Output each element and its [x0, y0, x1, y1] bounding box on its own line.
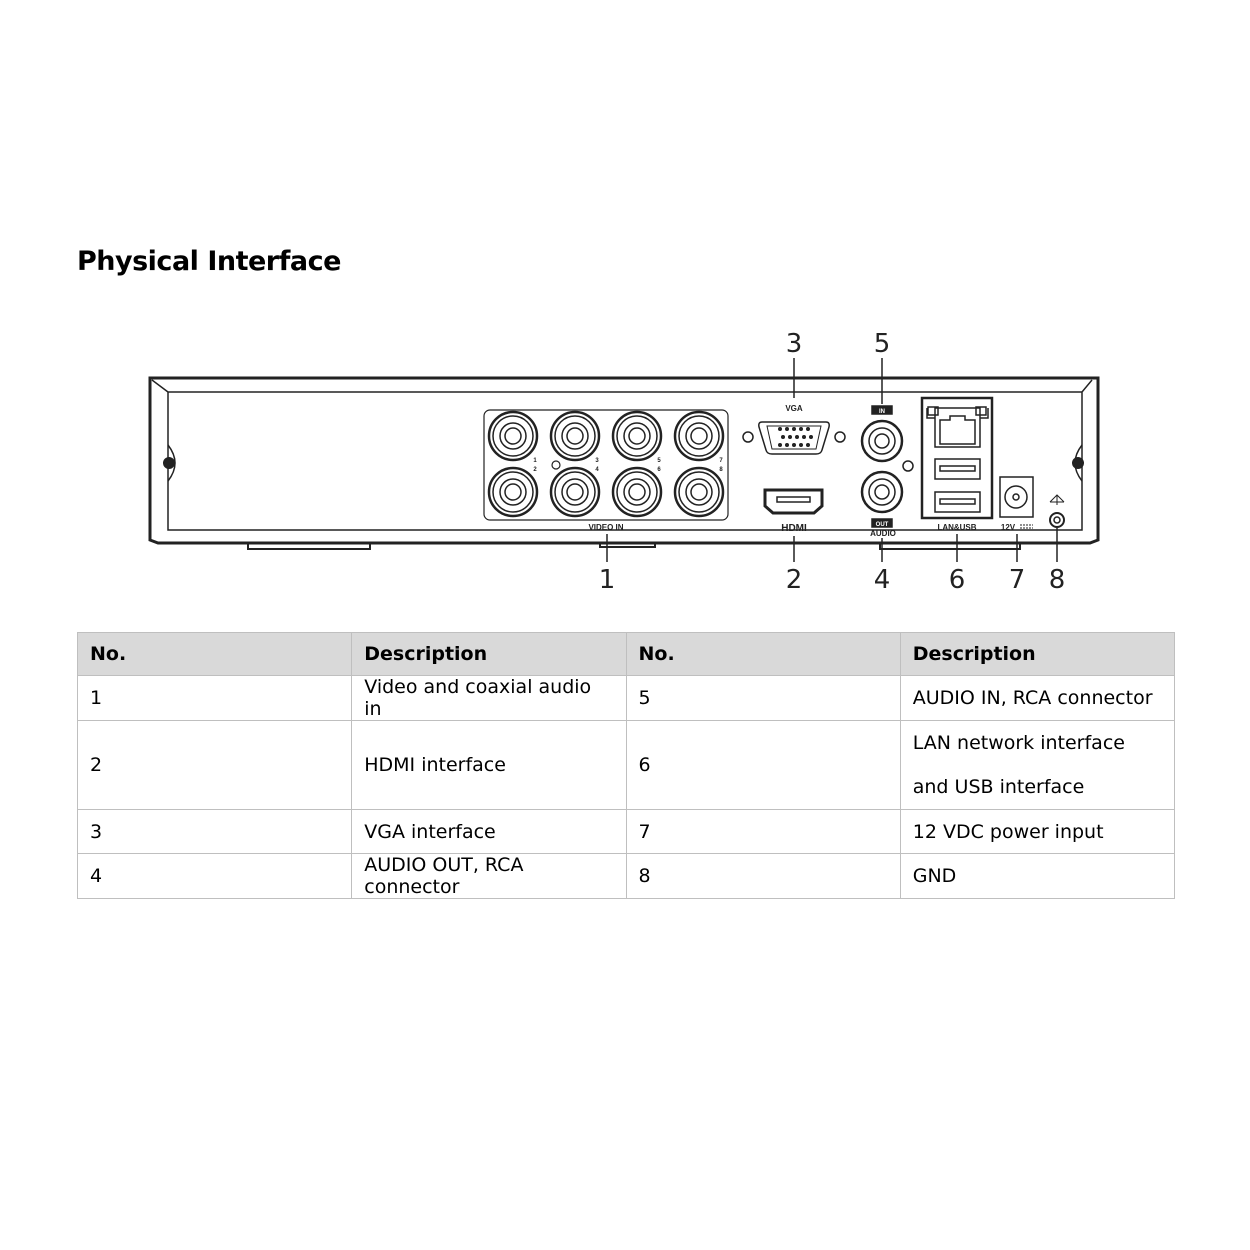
- svg-text:12V: 12V: [1001, 523, 1016, 532]
- bnc-connector-icon: [487, 466, 539, 518]
- callout-4: 4: [874, 565, 891, 595]
- svg-text:VIDEO IN: VIDEO IN: [588, 523, 623, 532]
- cell-no: 5: [625, 675, 901, 721]
- table-row: 2 HDMI interface 6 LAN network interface…: [76, 720, 1176, 810]
- cell-no: 6: [625, 720, 901, 810]
- cell-no: 2: [76, 720, 353, 810]
- cell-description: 12 VDC power input: [899, 809, 1176, 854]
- bnc-connector-icon: [673, 466, 725, 518]
- channel-number: 7: [719, 458, 723, 464]
- svg-text:IN: IN: [879, 409, 885, 415]
- table-row: 3 VGA interface 7 12 VDC power input: [76, 809, 1176, 854]
- cell-description: HDMI interface: [351, 720, 627, 810]
- channel-number: 4: [595, 467, 599, 473]
- channel-number: 6: [657, 467, 661, 473]
- callout-lines: [606, 358, 1058, 562]
- bnc-connector-icon: [611, 466, 663, 518]
- cell-description: AUDIO IN, RCA connector: [899, 675, 1176, 721]
- svg-text:LAN&USB: LAN&USB: [937, 523, 976, 532]
- channel-number: 2: [533, 467, 537, 473]
- callout-1: 1: [599, 565, 616, 595]
- channel-number: 5: [657, 458, 661, 464]
- bnc-connector-icon: [673, 410, 725, 462]
- table-row: 4 AUDIO OUT, RCA connector 8 GND: [76, 853, 1176, 899]
- header-description: Description: [899, 632, 1176, 676]
- bnc-connector-icon: [487, 410, 539, 462]
- callout-6: 6: [949, 565, 966, 595]
- svg-text:HDMI: HDMI: [781, 523, 807, 534]
- interface-table: No. Description No. Description 1 Video …: [76, 632, 1176, 899]
- hdmi-port: HDMI: [763, 488, 824, 534]
- cell-no: 7: [625, 809, 901, 854]
- table-header-row: No. Description No. Description: [76, 632, 1176, 676]
- cell-no: 8: [625, 853, 901, 899]
- cell-no: 4: [76, 853, 353, 899]
- callout-3: 3: [786, 329, 803, 359]
- vga-port: VGA: [742, 404, 846, 455]
- bnc-connector-icon: [611, 410, 663, 462]
- channel-number: 3: [595, 458, 599, 464]
- header-no: No.: [625, 632, 901, 676]
- cell-no: 1: [76, 675, 353, 721]
- header-no: No.: [76, 632, 353, 676]
- callout-2: 2: [786, 565, 803, 595]
- screw-hole-icon: [1072, 457, 1084, 469]
- channel-number: 1: [533, 458, 537, 464]
- cell-description: GND: [899, 853, 1176, 899]
- channel-number: 8: [719, 467, 723, 473]
- power-input-port: 12V: [999, 476, 1034, 532]
- header-description: Description: [351, 632, 627, 676]
- cell-description: VGA interface: [351, 809, 627, 854]
- cell-no: 3: [76, 809, 353, 854]
- cell-description: Video and coaxial audio in: [351, 675, 627, 721]
- callout-5: 5: [874, 329, 891, 359]
- video-in-bnc-group: 1 2 3 4 5 6 7 8 VIDEO IN: [483, 409, 729, 532]
- bnc-connector-icon: [549, 466, 601, 518]
- screw-hole-icon: [163, 457, 175, 469]
- table-row: 1 Video and coaxial audio in 5 AUDIO IN,…: [76, 675, 1176, 721]
- page-title: Physical Interface: [77, 246, 341, 277]
- cell-description: AUDIO OUT, RCA connector: [351, 853, 627, 899]
- lan-usb-ports: LAN&USB: [920, 396, 994, 532]
- svg-text:AUDIO: AUDIO: [870, 529, 896, 538]
- gnd-terminal: [1049, 494, 1065, 528]
- audio-ports: IN OUT AUDIO: [860, 405, 914, 538]
- callout-8: 8: [1049, 565, 1066, 595]
- cell-description: LAN network interface and USB interface: [899, 720, 1176, 810]
- callout-7: 7: [1009, 565, 1026, 595]
- svg-text:OUT: OUT: [876, 522, 889, 528]
- device-body: [148, 376, 1100, 545]
- bnc-connector-icon: [549, 410, 601, 462]
- svg-text:VGA: VGA: [785, 404, 803, 413]
